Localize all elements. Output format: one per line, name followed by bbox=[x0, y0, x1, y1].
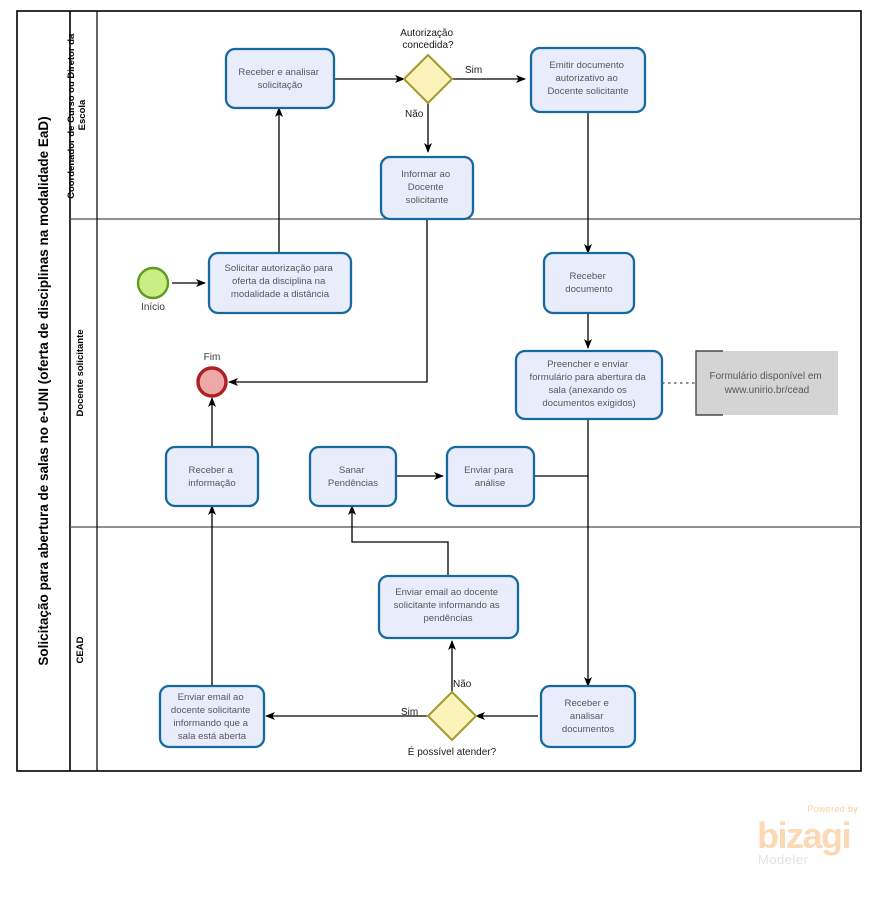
task-label: Enviar email ao docente solicitante info… bbox=[171, 692, 253, 742]
task-receber-informacao[interactable]: Receber a informação bbox=[164, 445, 260, 508]
flow-labels: Sim Não Sim Não bbox=[401, 65, 482, 718]
flow-label-nao-autorizacao: Não bbox=[405, 109, 424, 120]
flow-label-nao-atender: Não bbox=[453, 679, 472, 690]
annotation-formulario: Formulário disponível em www.unirio.br/c… bbox=[695, 350, 838, 416]
end-event[interactable]: Fim bbox=[196, 352, 228, 398]
task-receber-analisar-documentos[interactable]: Receber e analisar documentos bbox=[539, 684, 637, 749]
end-event-label: Fim bbox=[204, 352, 221, 363]
task-label: Emitir documento autorizativo ao Docente… bbox=[547, 60, 628, 97]
gateway-shapes: Autorização concedida? É possível atende… bbox=[400, 28, 496, 758]
pool-title: Solicitação para abertura de salas no e-… bbox=[36, 116, 51, 665]
task-label: Sanar Pendências bbox=[328, 465, 378, 489]
task-label: Informar ao Docente solicitante bbox=[401, 169, 453, 206]
task-label: Preencher e enviar formulário para abert… bbox=[530, 359, 649, 409]
branding-logo-text: bizagi bbox=[757, 815, 850, 856]
gateway-autorizacao[interactable]: Autorização concedida? bbox=[400, 28, 456, 105]
flow-pendencias-to-sanar bbox=[348, 505, 449, 575]
lane-label-docente: Docente solicitante bbox=[75, 329, 86, 416]
task-shapes: Receber e analisar solicitação Emitir do… bbox=[158, 46, 664, 749]
task-sanar-pendencias[interactable]: Sanar Pendências bbox=[308, 445, 398, 508]
task-label: Receber e analisar documentos bbox=[562, 698, 614, 735]
task-informar-docente[interactable]: Informar ao Docente solicitante bbox=[379, 155, 475, 221]
task-label: Receber e analisar solicitação bbox=[238, 67, 321, 91]
gateway-possivel-atender[interactable]: É possível atender? bbox=[408, 690, 497, 758]
start-event[interactable]: Início bbox=[136, 266, 170, 313]
gateway-question: Autorização concedida? bbox=[400, 28, 456, 51]
lane-label-coordenador: Coordenador de Curso ou Diretor da Escol… bbox=[66, 31, 88, 199]
flow-informar-to-fim bbox=[228, 219, 428, 386]
flow-label-sim-autorizacao: Sim bbox=[465, 65, 482, 76]
task-label: Receber a informação bbox=[188, 465, 235, 489]
branding-product: Modeler bbox=[758, 852, 809, 867]
branding-powered-by: Powered by bbox=[807, 804, 858, 814]
task-enviar-email-sala-aberta[interactable]: Enviar email ao docente solicitante info… bbox=[158, 684, 266, 749]
sequence-flows bbox=[172, 75, 592, 720]
task-solicitar-autorizacao[interactable]: Solicitar autorização para oferta da dis… bbox=[207, 251, 353, 315]
start-event-label: Início bbox=[141, 302, 165, 313]
task-enviar-para-analise[interactable]: Enviar para análise bbox=[445, 445, 536, 508]
task-enviar-email-pendencias[interactable]: Enviar email ao docente solicitante info… bbox=[377, 574, 520, 640]
gateway-question: É possível atender? bbox=[408, 745, 497, 758]
task-label: Enviar para análise bbox=[464, 465, 516, 489]
task-emitir-documento[interactable]: Emitir documento autorizativo ao Docente… bbox=[529, 46, 647, 114]
task-preencher-enviar-formulario[interactable]: Preencher e enviar formulário para abert… bbox=[514, 349, 664, 421]
task-receber-documento[interactable]: Receber documento bbox=[542, 251, 636, 315]
task-label: Receber documento bbox=[565, 271, 612, 295]
task-label: Solicitar autorização para oferta da dis… bbox=[225, 263, 336, 300]
event-shapes: Início Fim bbox=[136, 266, 228, 398]
annotation-text: Formulário disponível em www.unirio.br/c… bbox=[709, 371, 824, 396]
lane-label-cead: CEAD bbox=[75, 636, 86, 663]
task-receber-analisar-solicitacao[interactable]: Receber e analisar solicitação bbox=[224, 47, 336, 110]
flow-label-sim-atender: Sim bbox=[401, 707, 418, 718]
bizagi-branding: Powered by bizagi Modeler bbox=[757, 804, 858, 867]
task-label: Enviar email ao docente solicitante info… bbox=[394, 587, 503, 624]
